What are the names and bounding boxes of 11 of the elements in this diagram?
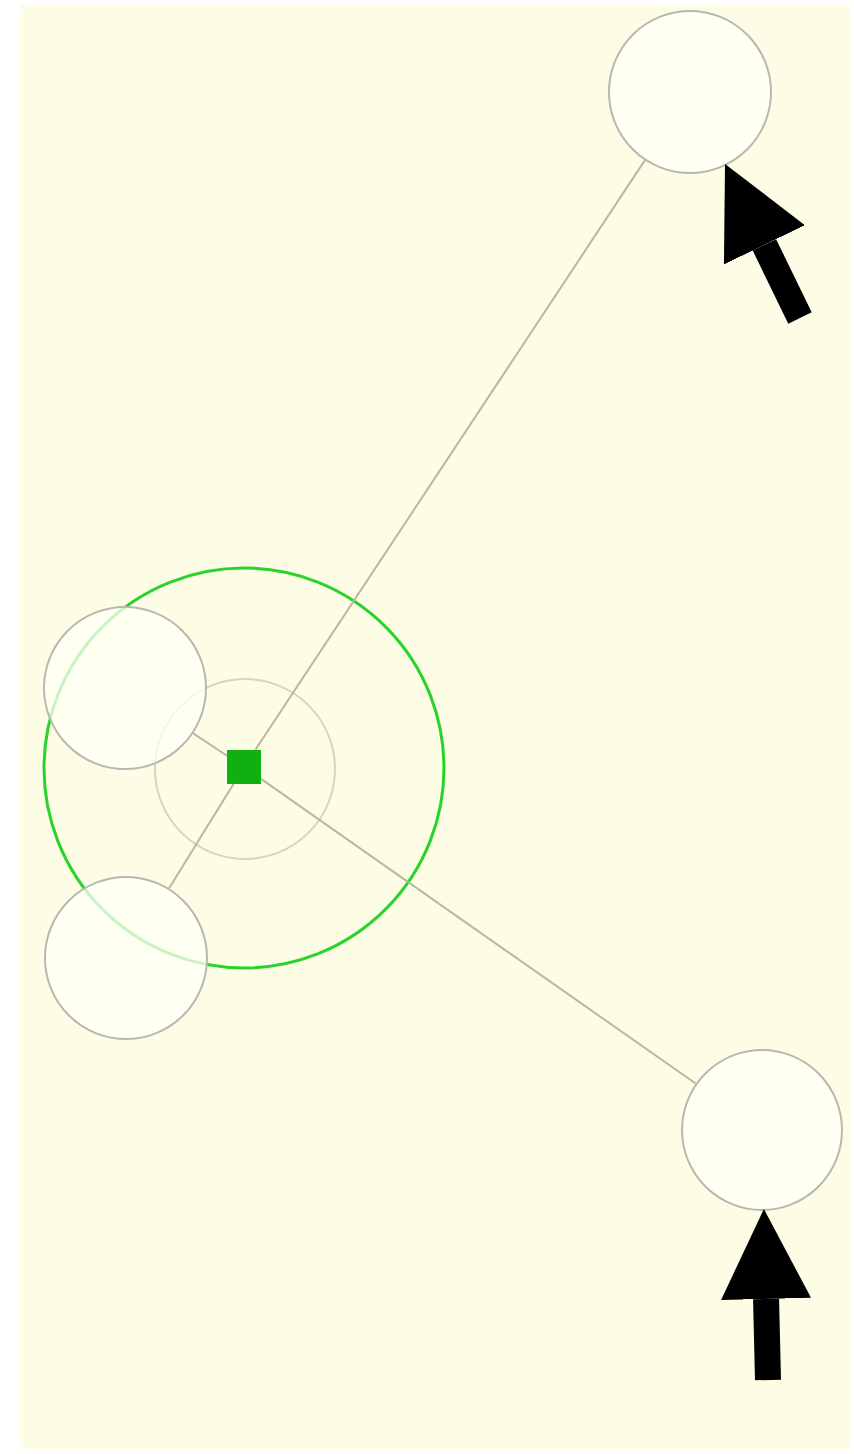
- joint-circle: [681, 1049, 843, 1211]
- connector-line: [168, 783, 235, 890]
- connector-line: [192, 732, 228, 757]
- joint-circle: [44, 876, 208, 1040]
- arrow: [721, 1209, 812, 1381]
- center-square: [227, 750, 261, 784]
- connector-line: [260, 777, 697, 1085]
- arrow: [723, 163, 812, 324]
- joint-circle: [154, 678, 336, 860]
- connector-line: [254, 159, 646, 751]
- joint-circle: [608, 10, 772, 174]
